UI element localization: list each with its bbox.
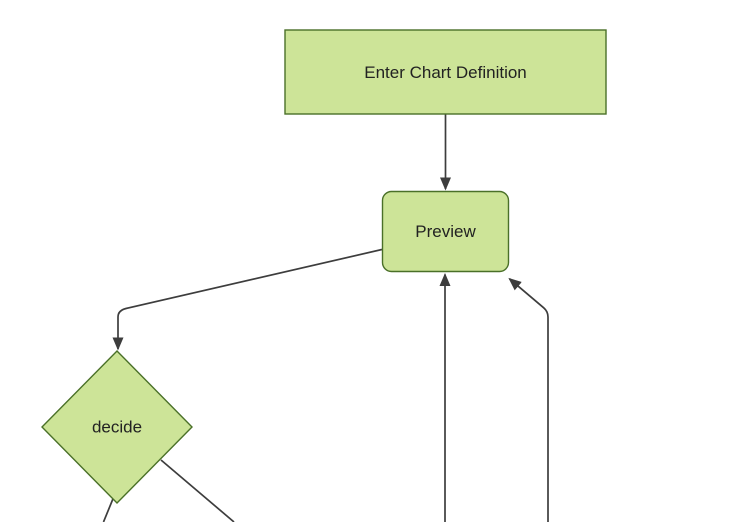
preview-label: Preview	[415, 222, 476, 241]
node-decide: decide	[41, 350, 193, 504]
decide-label: decide	[92, 418, 142, 437]
node-enter-chart-definition: Enter Chart Definition	[284, 29, 607, 115]
edge-bottom-right-to-preview	[508, 277, 549, 522]
edge-preview-to-decide	[112, 248, 383, 351]
edge-decide-to-offscreen-right	[160, 459, 235, 522]
edge-decide-to-offscreen-left	[102, 497, 115, 522]
enter-chart-definition-box	[284, 29, 607, 115]
node-preview: Preview	[381, 190, 510, 273]
edge-layer	[102, 114, 549, 522]
decide-diamond	[41, 350, 193, 504]
preview-box	[381, 190, 510, 273]
enter-chart-definition-label: Enter Chart Definition	[364, 63, 527, 82]
